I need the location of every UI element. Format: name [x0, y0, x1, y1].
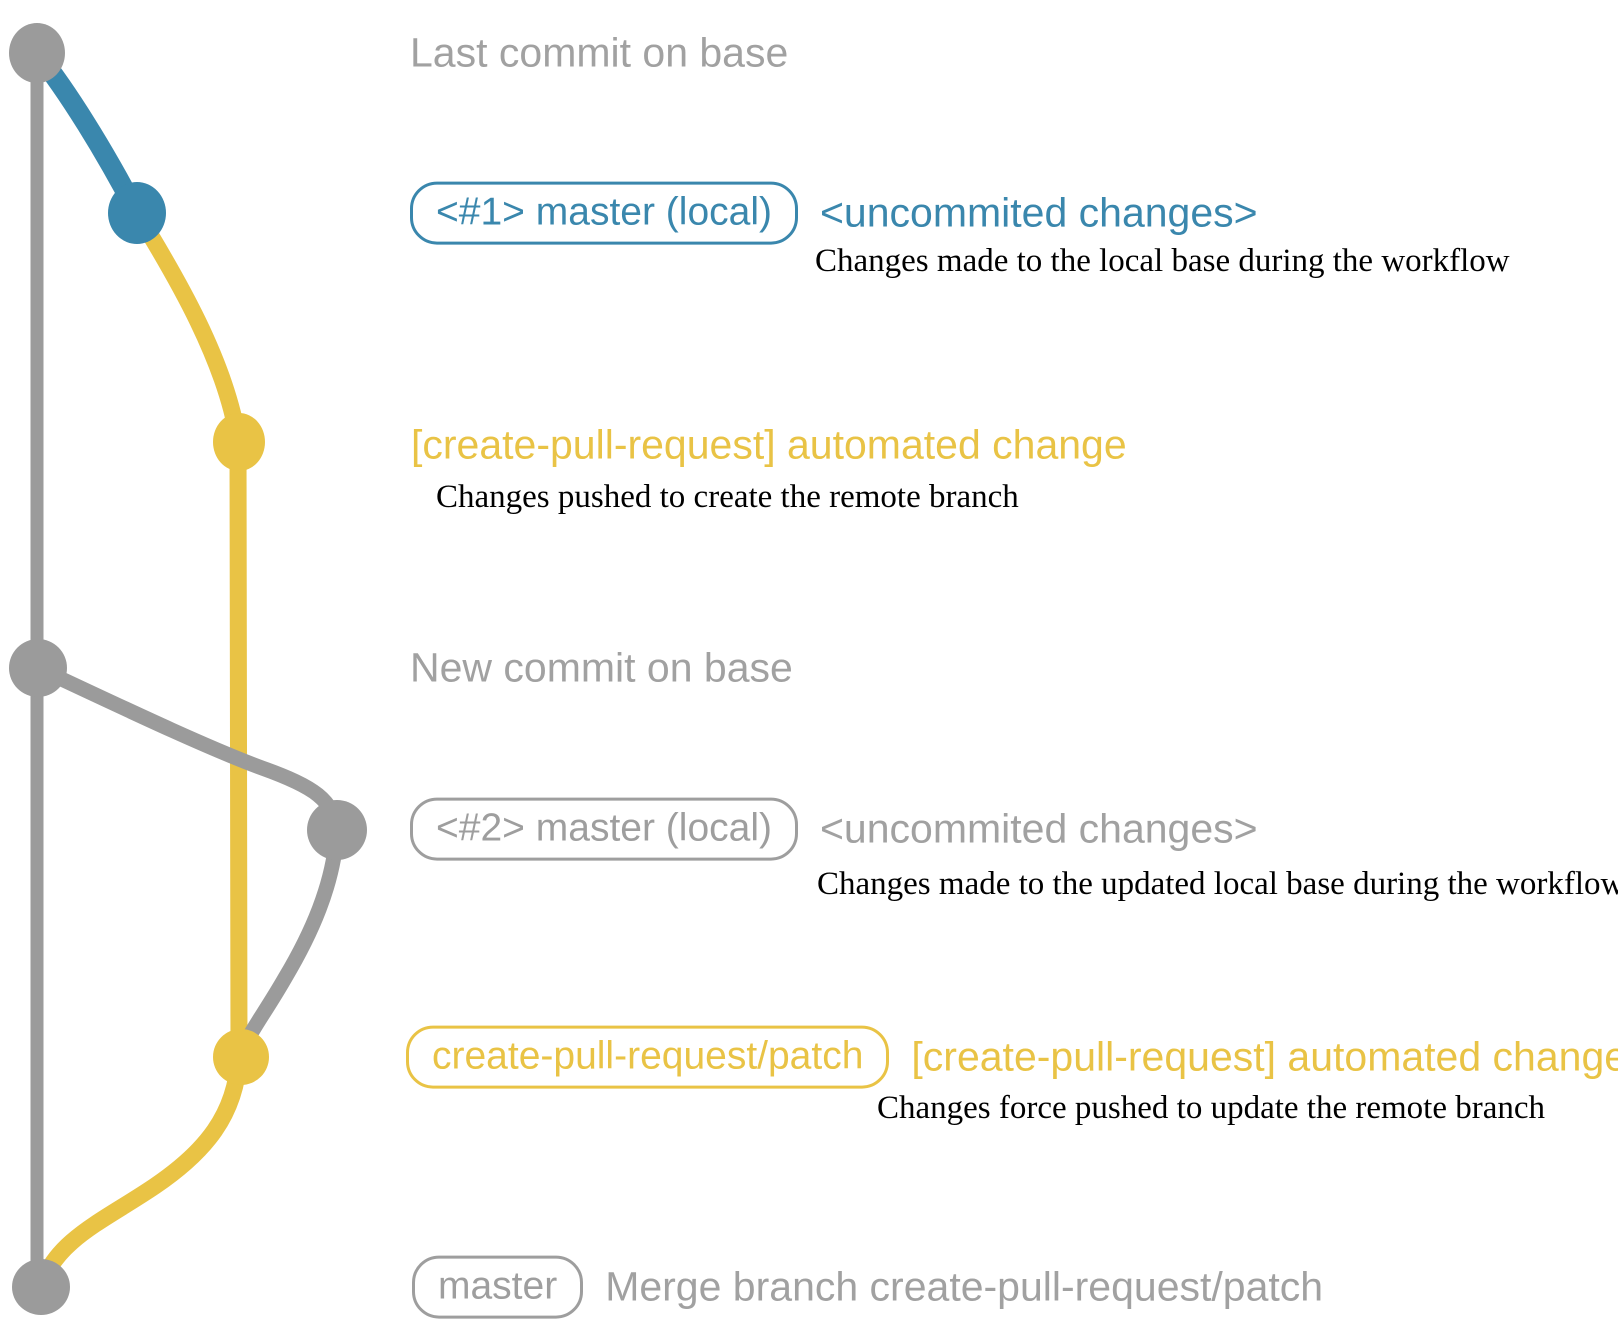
- last-commit-label: Last commit on base: [410, 29, 789, 76]
- commit-node-local-1: [108, 182, 166, 244]
- uncommitted-changes-title-1: <uncommited changes>: [819, 189, 1258, 236]
- uncommitted-changes-title-2: <uncommited changes>: [819, 805, 1258, 852]
- git-graph: [9, 23, 367, 1315]
- remote-push-description-1: Changes pushed to create the remote bran…: [436, 479, 1019, 515]
- branch-badge-create-pull-request-patch: create-pull-request/patch: [406, 1025, 890, 1089]
- branch-badge-master-local-2: <#2> master (local): [410, 797, 798, 861]
- local-commit-1-row: <#1> master (local) <uncommited changes>: [410, 181, 1258, 245]
- merge-branch-label: Merge branch create-pull-request/patch: [605, 1263, 1324, 1310]
- merge-commit-row: master Merge branch create-pull-request/…: [412, 1255, 1324, 1319]
- commit-node-new-base: [9, 639, 67, 697]
- commit-node-local-2: [307, 800, 367, 860]
- automated-change-title-2: [create-pull-request] automated change: [911, 1033, 1618, 1080]
- commit-node-last-base: [9, 23, 65, 83]
- new-commit-label: New commit on base: [410, 644, 793, 691]
- branch-badge-master-local-1: <#1> master (local): [410, 181, 798, 245]
- updated-local-changes-description: Changes made to the updated local base d…: [817, 866, 1618, 902]
- local-commit-2-row: <#2> master (local) <uncommited changes>: [410, 797, 1258, 861]
- commit-node-remote-1: [213, 413, 265, 471]
- commit-node-remote-2: [213, 1029, 269, 1085]
- local-branch-merge-line: [233, 829, 345, 1060]
- remote-commit-2-row: create-pull-request/patch [create-pull-r…: [406, 1025, 1618, 1089]
- force-push-description: Changes force pushed to update the remot…: [877, 1090, 1546, 1126]
- pull-request-branch-line: [32, 208, 248, 1290]
- commit-node-merge: [12, 1259, 70, 1315]
- automated-change-title-1: [create-pull-request] automated change: [411, 421, 1127, 468]
- local-branch-line-2: [34, 661, 345, 832]
- local-changes-description-1: Changes made to the local base during th…: [815, 243, 1510, 279]
- branch-badge-master: master: [412, 1255, 584, 1319]
